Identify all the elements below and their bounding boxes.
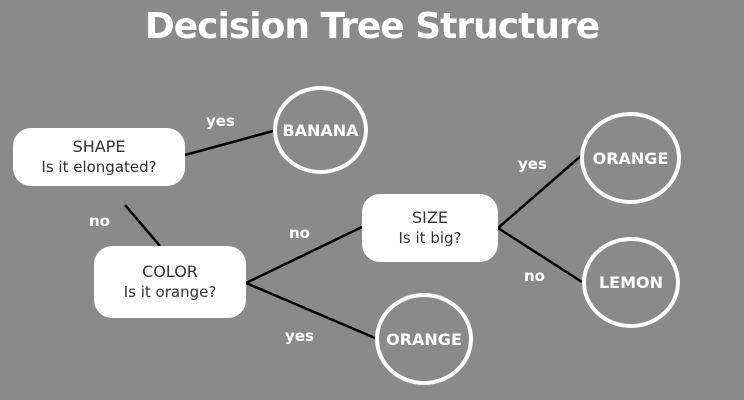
edge-label-shape-no: no: [89, 212, 110, 230]
edge-label-color-no: no: [289, 224, 310, 242]
node-size: SIZE Is it big?: [362, 194, 498, 262]
leaf-orange-bottom: ORANGE: [375, 293, 473, 385]
node-color-title: COLOR: [142, 262, 198, 281]
node-color: COLOR Is it orange?: [94, 246, 246, 318]
node-size-title: SIZE: [412, 208, 448, 227]
diagram-title: Decision Tree Structure: [144, 6, 600, 47]
edge-shape-color: [124, 204, 161, 247]
leaf-orange-top: ORANGE: [580, 112, 681, 204]
edge-size-lemon: [497, 226, 583, 284]
node-shape-title: SHAPE: [72, 137, 126, 156]
node-size-question: Is it big?: [398, 229, 462, 247]
node-shape-question: Is it elongated?: [41, 158, 157, 176]
edge-label-shape-yes: yes: [206, 112, 235, 130]
leaf-lemon: LEMON: [582, 237, 680, 328]
edge-shape-banana: [184, 129, 274, 157]
node-color-question: Is it orange?: [123, 283, 217, 301]
leaf-banana: BANANA: [273, 86, 368, 174]
edge-label-color-yes: yes: [285, 327, 314, 345]
edge-color-orange: [245, 281, 376, 340]
node-shape: SHAPE Is it elongated?: [13, 128, 185, 186]
edge-size-orange: [497, 154, 583, 229]
edge-label-size-no: no: [524, 267, 545, 285]
edge-color-size: [245, 225, 363, 285]
edge-label-size-yes: yes: [518, 155, 547, 173]
